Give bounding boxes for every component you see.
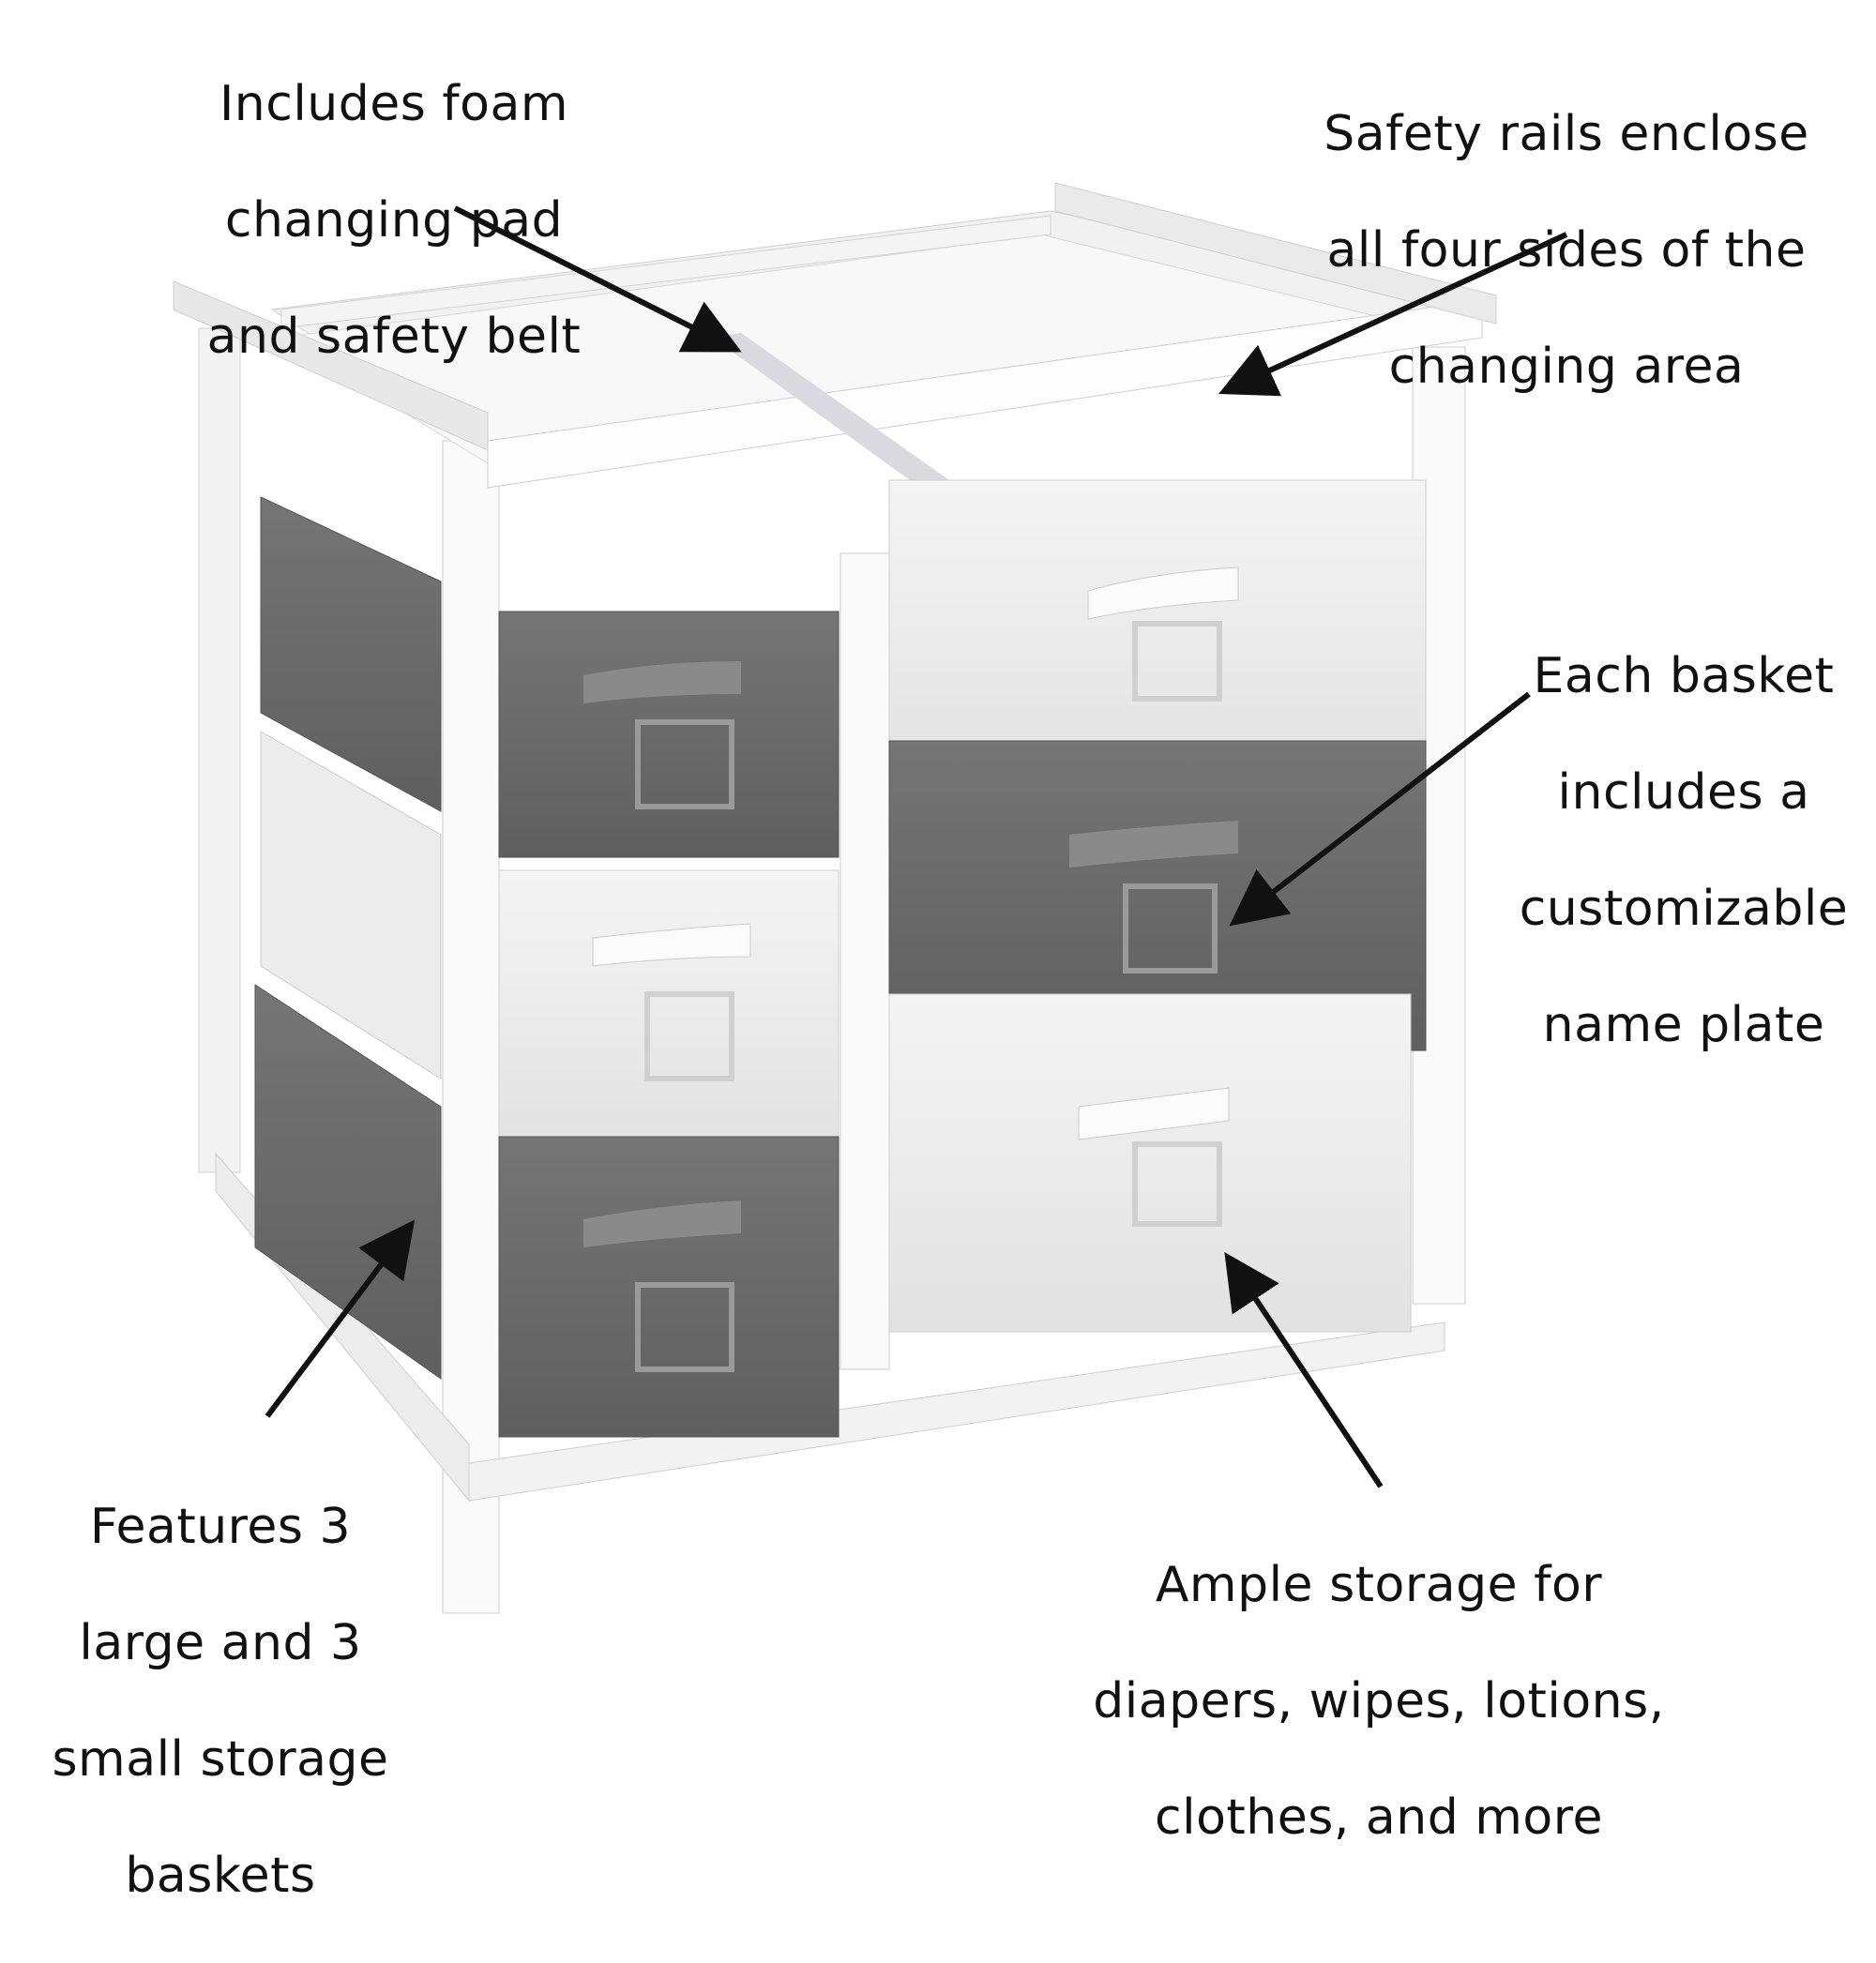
back-rail bbox=[280, 215, 1051, 329]
right-end-rail bbox=[1054, 182, 1497, 325]
handle-small-2 bbox=[592, 923, 751, 967]
callout-line: baskets bbox=[125, 1848, 316, 1904]
handle-large-2 bbox=[1069, 821, 1238, 868]
product-infographic: Includes foam changing pad and safety be… bbox=[52, 17, 1867, 1904]
handle-large-1 bbox=[1087, 566, 1239, 620]
callout-line: customizable bbox=[1519, 881, 1849, 937]
callout-arrows bbox=[265, 205, 1568, 1488]
callout-line: includes a bbox=[1557, 764, 1810, 821]
side-basket-middle bbox=[260, 731, 442, 1080]
name-plate-small-2 bbox=[644, 991, 734, 1081]
callout-baskets: Features 3 large and 3 small storage bas… bbox=[28, 1440, 413, 1963]
arrow-safety-rails bbox=[1218, 232, 1568, 397]
callout-foam-pad: Includes foam changing pad and safety be… bbox=[188, 17, 600, 424]
name-plate-small-1 bbox=[635, 719, 734, 809]
callout-line: small storage bbox=[52, 1731, 389, 1788]
center-post bbox=[840, 552, 890, 1370]
basket-large-3 bbox=[888, 993, 1412, 1333]
callout-line: Features 3 bbox=[89, 1499, 352, 1555]
basket-small-1 bbox=[498, 611, 840, 858]
name-plate-small-3 bbox=[635, 1282, 734, 1372]
side-basket-top bbox=[260, 496, 442, 812]
front-baskets bbox=[498, 479, 1427, 1438]
callout-line: Safety rails enclose bbox=[1324, 106, 1809, 162]
callout-line: Each basket bbox=[1533, 648, 1835, 704]
arrow-baskets bbox=[265, 1219, 416, 1418]
front-left-post bbox=[442, 440, 500, 1614]
name-plate-large-2 bbox=[1123, 883, 1218, 974]
handle-small-1 bbox=[583, 661, 741, 703]
callout-line: name plate bbox=[1542, 997, 1825, 1053]
callout-line: Ample storage for bbox=[1155, 1557, 1603, 1613]
callout-line: changing area bbox=[1388, 339, 1745, 395]
callout-line: and safety belt bbox=[206, 309, 582, 365]
name-plate-large-3 bbox=[1132, 1141, 1222, 1227]
handle-small-3 bbox=[583, 1200, 741, 1247]
arrow-storage bbox=[1224, 1252, 1384, 1488]
callout-safety-rails: Safety rails enclose all four sides of t… bbox=[1304, 47, 1829, 454]
basket-small-2 bbox=[498, 869, 840, 1153]
left-end-rail bbox=[173, 280, 489, 451]
basket-large-1 bbox=[888, 479, 1427, 786]
arrow-foam-pad bbox=[453, 205, 742, 353]
callout-line: changing pad bbox=[224, 192, 564, 249]
callout-line: clothes, and more bbox=[1155, 1789, 1603, 1846]
back-left-post bbox=[198, 327, 241, 1173]
side-baskets bbox=[254, 496, 442, 1380]
handle-large-3 bbox=[1078, 1087, 1230, 1140]
callout-line: all four sides of the bbox=[1326, 222, 1807, 279]
callout-line: large and 3 bbox=[79, 1615, 362, 1671]
name-plate-large-1 bbox=[1132, 621, 1222, 702]
changing-area bbox=[173, 182, 1497, 535]
arrow-name-plate bbox=[1229, 691, 1531, 927]
callout-name-plate: Each basket includes a customizable name… bbox=[1501, 589, 1867, 1112]
callout-line: Includes foam bbox=[219, 76, 569, 132]
callout-line: diapers, wipes, lotions, bbox=[1093, 1673, 1665, 1729]
changing-table-illustration bbox=[173, 182, 1568, 1614]
callout-storage: Ample storage for diapers, wipes, lotion… bbox=[1060, 1498, 1698, 1905]
